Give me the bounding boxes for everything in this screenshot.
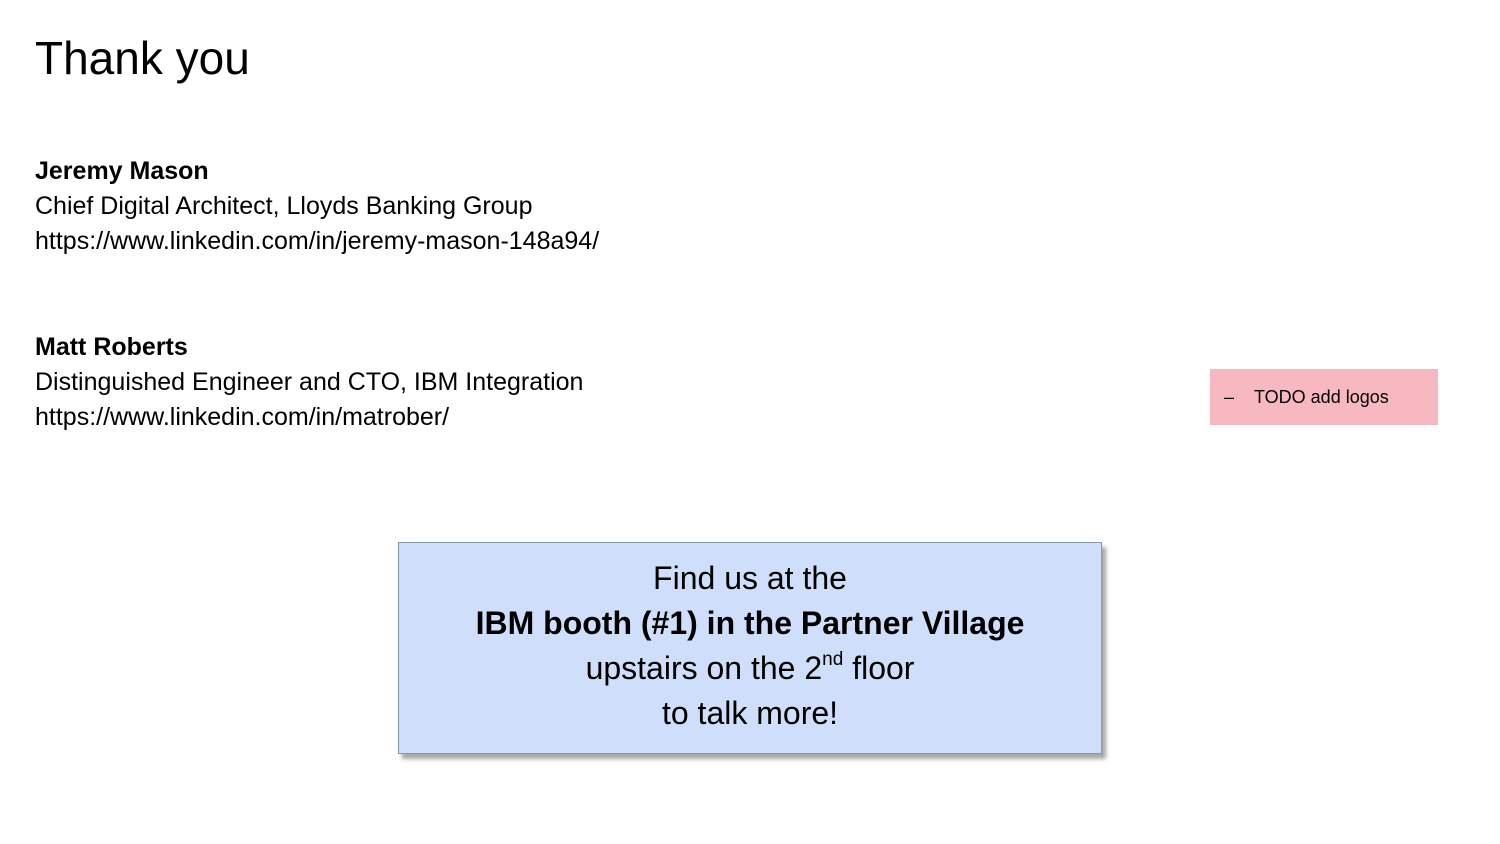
callout-line-3: upstairs on the 2nd floor (399, 646, 1101, 691)
callout-line-1: Find us at the (653, 560, 847, 596)
slide-title: Thank you (35, 32, 250, 84)
callout-ordinal-suffix: nd (822, 649, 844, 671)
todo-text: TODO add logos (1254, 386, 1389, 407)
booth-callout-box: Find us at the IBM booth (#1) in the Par… (398, 542, 1102, 754)
callout-line-4: to talk more! (661, 695, 839, 731)
contact-name: Matt Roberts (35, 333, 188, 361)
contact-name: Jeremy Mason (35, 157, 209, 185)
todo-bullet: – (1224, 386, 1235, 407)
contact-role: Chief Digital Architect, Lloyds Banking … (35, 192, 533, 220)
callout-line-3-prefix: upstairs on the 2 (585, 650, 823, 686)
contact-linkedin-link[interactable]: https://www.linkedin.com/in/jeremy-mason… (35, 227, 600, 255)
todo-note: – TODO add logos (1210, 369, 1438, 425)
callout-line-2: IBM booth (#1) in the Partner Village (475, 605, 1025, 641)
contact-block-jeremy-mason: Jeremy Mason Chief Digital Architect, Ll… (35, 154, 599, 259)
contact-block-matt-roberts: Matt Roberts Distinguished Engineer and … (35, 330, 583, 435)
contact-linkedin-link[interactable]: https://www.linkedin.com/in/matrober/ (35, 403, 450, 431)
callout-line-3-suffix: floor (843, 650, 915, 686)
contact-role: Distinguished Engineer and CTO, IBM Inte… (35, 368, 584, 396)
